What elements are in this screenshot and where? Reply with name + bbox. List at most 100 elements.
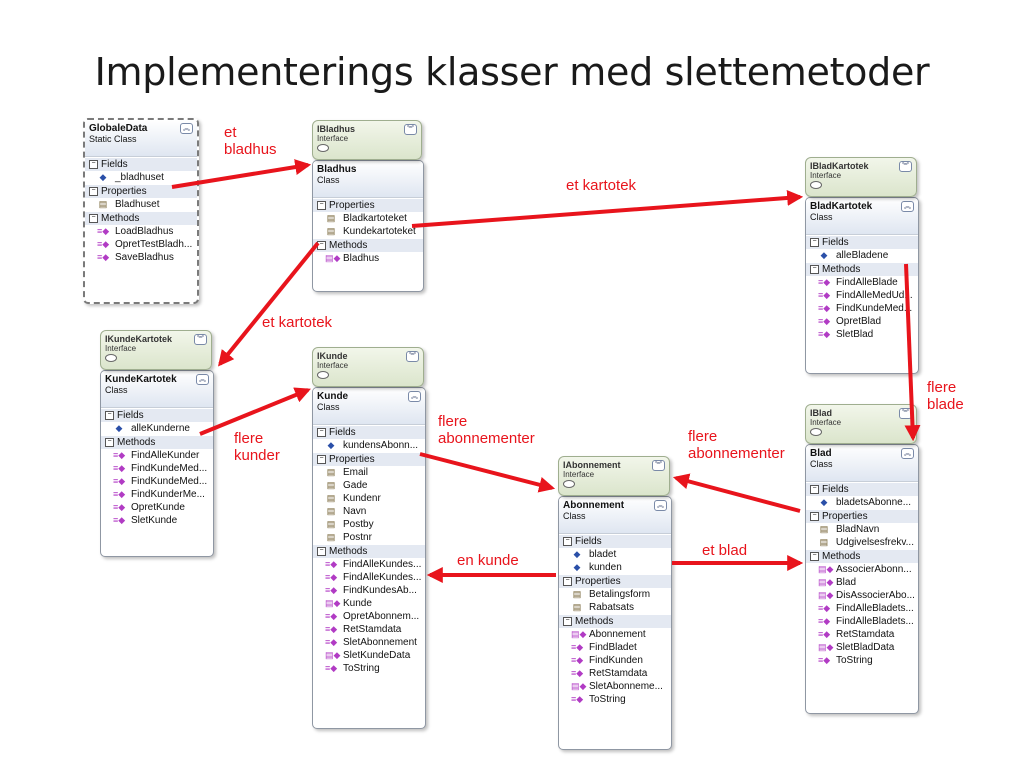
label-et-kartotek-kunde: et kartotek bbox=[262, 314, 333, 331]
section-properties[interactable]: −Properties bbox=[313, 199, 423, 212]
member-method: ≡◆FindKundesAb... bbox=[325, 585, 417, 596]
constructor-icon: ▤◆ bbox=[571, 629, 587, 639]
method-icon: ≡◆ bbox=[818, 316, 831, 326]
expand-icon[interactable]: ︾ bbox=[404, 124, 417, 135]
slide-title: Implementerings klasser med slettemetode… bbox=[94, 50, 930, 94]
constructor-icon: ▤◆ bbox=[818, 590, 834, 600]
section-fields[interactable]: −Fields bbox=[559, 535, 671, 548]
label-flere-blade: flere blade bbox=[927, 379, 964, 413]
field-icon: ◆ bbox=[820, 497, 828, 507]
field-icon: ◆ bbox=[99, 172, 107, 182]
minus-icon: − bbox=[317, 201, 326, 210]
class-header: Abonnement Class ︽ bbox=[559, 497, 671, 534]
section-label: Methods bbox=[329, 240, 368, 251]
minus-icon: − bbox=[105, 411, 114, 420]
collapse-icon[interactable]: ︽ bbox=[901, 201, 914, 212]
arrow-kunde-abonnement bbox=[419, 452, 556, 493]
member-field: ◆alleKunderne bbox=[101, 422, 213, 435]
expand-icon[interactable]: ︾ bbox=[406, 351, 419, 362]
member-property: ▤Postnr bbox=[326, 532, 372, 543]
constructor-icon: ▤◆ bbox=[818, 564, 834, 574]
section-label: Methods bbox=[101, 213, 140, 224]
expand-icon[interactable]: ︾ bbox=[194, 334, 207, 345]
member-method: ▤◆DisAssocierAbo... bbox=[818, 590, 915, 601]
section-fields[interactable]: −Fields bbox=[806, 236, 918, 249]
collapse-icon[interactable]: ︽ bbox=[180, 123, 193, 134]
class-bladkartotek[interactable]: BladKartotek Class ︽ −Fields ◆alleBladen… bbox=[805, 197, 919, 374]
collapse-icon[interactable]: ︽ bbox=[408, 391, 421, 402]
class-globaledata[interactable]: GlobaleData Static Class ︽ −Fields ◆_bla… bbox=[83, 118, 199, 304]
class-blad[interactable]: Blad Class ︽ −Fields ◆bladetsAbonne... −… bbox=[805, 444, 919, 714]
interface-name: IKunde bbox=[317, 351, 348, 361]
minus-icon: − bbox=[89, 214, 98, 223]
section-methods[interactable]: −Methods bbox=[313, 545, 425, 558]
method-icon: ≡◆ bbox=[97, 239, 110, 249]
class-kunde[interactable]: Kunde Class ︽ −Fields ◆kundensAbonn... −… bbox=[312, 387, 426, 729]
section-fields[interactable]: −Fields bbox=[101, 409, 213, 422]
section-properties[interactable]: −Properties bbox=[313, 453, 425, 466]
interface-name: IBladhus bbox=[317, 124, 356, 134]
interface-iabonnement[interactable]: IAbonnement Interface ︾ bbox=[558, 456, 670, 496]
section-fields[interactable]: −Fields bbox=[85, 158, 197, 171]
constructor-icon: ▤◆ bbox=[325, 253, 341, 263]
property-icon: ▤ bbox=[326, 213, 336, 223]
interface-name: IBlad bbox=[810, 408, 833, 418]
section-label: Properties bbox=[822, 511, 868, 522]
section-methods[interactable]: −Methods bbox=[85, 212, 197, 225]
section-methods[interactable]: −Methods bbox=[806, 550, 918, 563]
member-property: ▤Udgivelsesfrekv... bbox=[819, 537, 914, 548]
member-method: ≡◆FindAlleBladets... bbox=[818, 616, 914, 627]
arrow-bladhus-kundekartotek bbox=[217, 241, 320, 367]
section-methods[interactable]: −Methods bbox=[806, 263, 918, 276]
property-icon: ▤ bbox=[326, 226, 336, 236]
section-label: Properties bbox=[329, 454, 375, 465]
method-icon: ≡◆ bbox=[818, 603, 831, 613]
label-et-kartotek-blad: et kartotek bbox=[566, 177, 637, 194]
collapse-icon[interactable]: ︽ bbox=[901, 448, 914, 459]
interface-ibladhus[interactable]: IBladhus Interface ︾ bbox=[312, 120, 422, 160]
section-properties[interactable]: −Properties bbox=[559, 575, 671, 588]
method-icon: ≡◆ bbox=[325, 624, 338, 634]
section-properties[interactable]: −Properties bbox=[806, 510, 918, 523]
member-method: ≡◆FindAlleMedUd... bbox=[818, 290, 913, 301]
property-icon: ▤ bbox=[326, 532, 336, 542]
method-icon: ≡◆ bbox=[325, 572, 338, 582]
member-method: ≡◆ToString bbox=[818, 655, 873, 666]
property-icon: ▤ bbox=[326, 467, 336, 477]
member-method: ≡◆ToString bbox=[325, 663, 380, 674]
section-label: Methods bbox=[117, 437, 156, 448]
section-label: Properties bbox=[575, 576, 621, 587]
section-properties[interactable]: −Properties bbox=[85, 185, 197, 198]
section-methods[interactable]: −Methods bbox=[101, 436, 213, 449]
expand-icon[interactable]: ︾ bbox=[899, 161, 912, 172]
expand-icon[interactable]: ︾ bbox=[652, 460, 665, 471]
member-method: ▤◆Kunde bbox=[325, 598, 372, 609]
section-label: Methods bbox=[822, 264, 861, 275]
section-fields[interactable]: −Fields bbox=[806, 483, 918, 496]
class-bladhus[interactable]: Bladhus Class −Properties ▤Bladkartoteke… bbox=[312, 160, 424, 292]
interface-ikundekartotek[interactable]: IKundeKartotek Interface ︾ bbox=[100, 330, 212, 370]
class-kundekartotek[interactable]: KundeKartotek Class ︽ −Fields ◆alleKunde… bbox=[100, 370, 214, 557]
section-methods[interactable]: −Methods bbox=[313, 239, 423, 252]
collapse-icon[interactable]: ︽ bbox=[196, 374, 209, 385]
member-property: ▤Postby bbox=[326, 519, 374, 530]
member-method: ≡◆LoadBladhus bbox=[97, 226, 174, 237]
interface-iblad[interactable]: IBlad Interface ︾ bbox=[805, 404, 917, 444]
expand-icon[interactable]: ︾ bbox=[899, 408, 912, 419]
interface-ikunde[interactable]: IKunde Interface ︾ bbox=[312, 347, 424, 387]
field-icon: ◆ bbox=[115, 423, 123, 433]
section-label: Methods bbox=[329, 546, 368, 557]
lollipop-icon bbox=[810, 181, 822, 189]
section-methods[interactable]: −Methods bbox=[559, 615, 671, 628]
minus-icon: − bbox=[89, 160, 98, 169]
class-abonnement[interactable]: Abonnement Class ︽ −Fields ◆bladet ◆kund… bbox=[558, 496, 672, 750]
class-name: Abonnement bbox=[563, 500, 625, 511]
member-method: ≡◆FindAlleKunder bbox=[113, 450, 200, 461]
collapse-icon[interactable]: ︽ bbox=[654, 500, 667, 511]
lollipop-icon bbox=[317, 144, 329, 152]
minus-icon: − bbox=[563, 577, 572, 586]
section-fields[interactable]: −Fields bbox=[313, 426, 425, 439]
class-name: Bladhus bbox=[317, 164, 357, 175]
interface-ibladkartotek[interactable]: IBladKartotek Interface ︾ bbox=[805, 157, 917, 197]
property-icon: ▤ bbox=[326, 493, 336, 503]
